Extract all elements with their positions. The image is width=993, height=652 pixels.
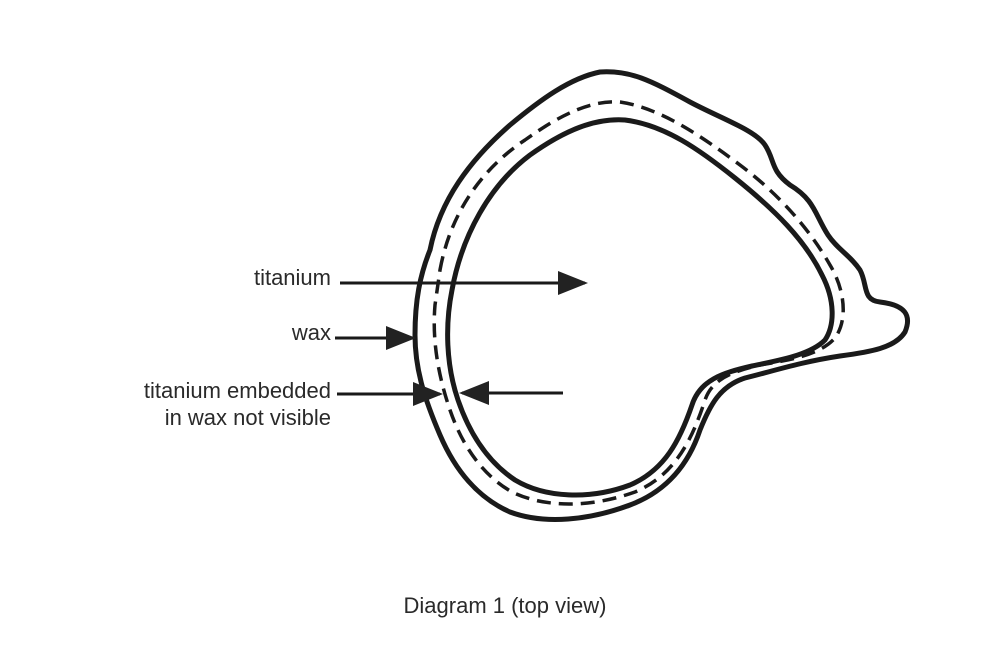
label-embedded-line1: titanium embedded: [143, 378, 331, 403]
label-titanium: titanium: [253, 265, 331, 290]
diagram-caption: Diagram 1 (top view): [403, 593, 607, 618]
embedded-titanium-dashed: [432, 100, 845, 506]
label-embedded-line2: in wax not visible: [164, 405, 331, 430]
titanium-inner-outline: [445, 117, 835, 498]
wax-outer-outline: [412, 69, 911, 522]
label-wax: wax: [291, 320, 331, 345]
